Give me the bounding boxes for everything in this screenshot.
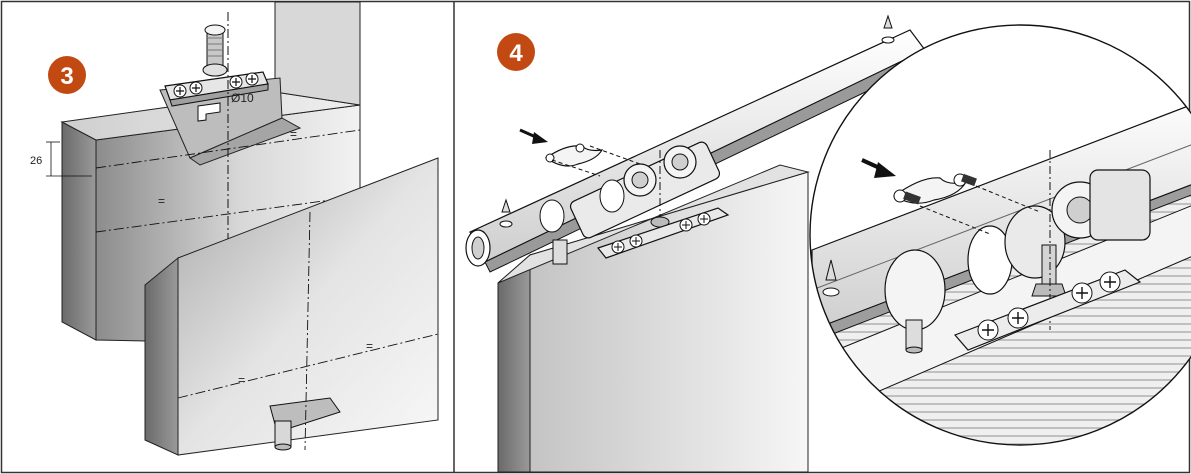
- wall-screw-icon: [822, 259, 840, 297]
- wall-screw-icon: [499, 198, 513, 228]
- diameter-label: Ø10: [231, 91, 254, 105]
- screw-icon: [1099, 271, 1121, 293]
- step-4-panel: 4: [465, 14, 1191, 473]
- screw-icon: [173, 84, 187, 98]
- step-4-badge: 4: [497, 33, 535, 71]
- equal-mark: =: [290, 127, 297, 141]
- bolt-icon: [202, 24, 228, 77]
- height-dimension: 26: [30, 141, 92, 177]
- screw-icon: [697, 212, 711, 226]
- step-badge-circle: [497, 33, 535, 71]
- screw-icon: [629, 234, 643, 248]
- arrow-right-icon: [519, 128, 548, 144]
- arrow-right-icon: [861, 158, 896, 178]
- step-badge-circle: [48, 56, 86, 94]
- roller-carriage: [539, 141, 721, 265]
- stopper-clip: [544, 143, 641, 177]
- step-3-number: 3: [60, 63, 73, 90]
- equal-mark: =: [238, 373, 245, 387]
- screw-icon: [245, 72, 259, 86]
- stopper-clip-detail: [892, 173, 1041, 235]
- equal-mark: =: [366, 339, 373, 353]
- step-3-panel: Ø10 26 = = = = 3: [30, 1, 439, 456]
- wall-screw-icon: [881, 14, 895, 44]
- screw-icon: [189, 81, 203, 95]
- mounting-plate: [596, 207, 730, 259]
- screw-icon: [679, 218, 693, 232]
- equal-mark: =: [158, 194, 165, 208]
- height-label: 26: [30, 155, 42, 167]
- step-3-badge: 3: [48, 56, 86, 94]
- screw-icon: [611, 240, 625, 254]
- screw-icon: [1007, 307, 1029, 329]
- mounting-plate-top: [164, 12, 269, 258]
- screw-icon: [229, 75, 243, 89]
- step-4-number: 4: [509, 40, 523, 67]
- screw-icon: [977, 319, 999, 341]
- screw-icon: [1071, 282, 1093, 304]
- detail-magnifier: [809, 24, 1191, 446]
